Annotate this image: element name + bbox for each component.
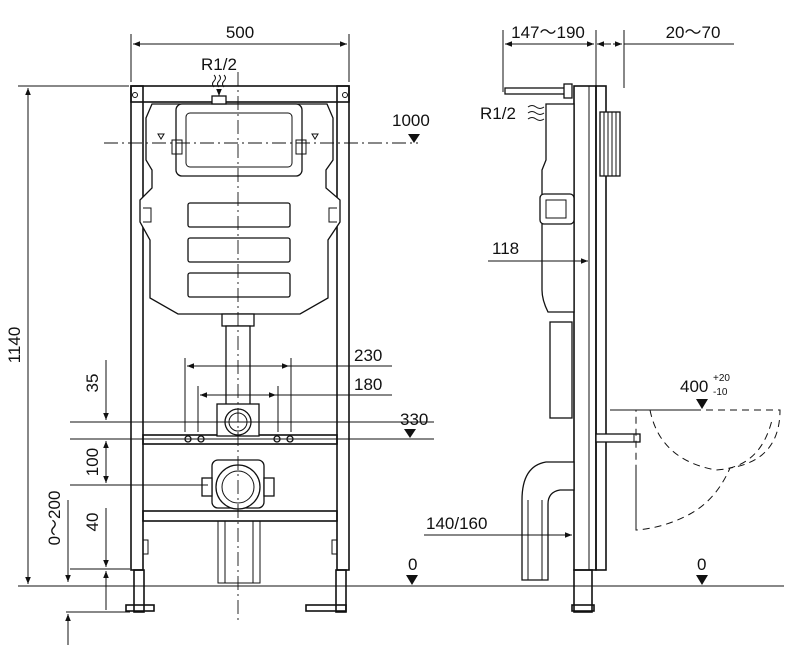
side-floor-label: 0 bbox=[697, 555, 706, 574]
label-35: 35 bbox=[83, 374, 102, 393]
label-400-tol-upper: +20 bbox=[713, 373, 730, 384]
front-floor: 0 bbox=[18, 555, 440, 587]
dimension-1140: 1140 bbox=[5, 85, 129, 584]
label-40: 40 bbox=[83, 513, 102, 532]
front-floor-label: 0 bbox=[408, 555, 417, 574]
label-1140: 1140 bbox=[5, 327, 24, 364]
dimension-180: 180 bbox=[197, 375, 392, 432]
toilet-bowl-outline bbox=[610, 409, 781, 531]
front-inlet-callout: R1/2 bbox=[201, 55, 237, 96]
side-view: 147～190 20～70 R1/2 bbox=[424, 23, 784, 613]
side-inlet-label: R1/2 bbox=[480, 104, 516, 123]
label-230: 230 bbox=[354, 346, 382, 365]
label-1000: 1000 bbox=[392, 111, 430, 130]
label-118: 118 bbox=[492, 239, 519, 258]
dimension-0-200: 0～200 bbox=[45, 491, 130, 645]
dimension-140-160: 140/160 bbox=[424, 514, 572, 538]
dimension-230: 230 bbox=[184, 346, 392, 432]
side-floor: 0 bbox=[440, 555, 784, 587]
level-1000: 1000 bbox=[104, 111, 430, 144]
width-label: 500 bbox=[226, 23, 254, 42]
label-400: 400 bbox=[680, 377, 708, 396]
label-140-160: 140/160 bbox=[426, 514, 487, 533]
width-dimension: 500 bbox=[130, 23, 350, 82]
side-frame bbox=[521, 85, 641, 613]
label-330: 330 bbox=[400, 410, 428, 429]
level-330: 330 bbox=[70, 410, 434, 440]
level-400: 400 +20 -10 bbox=[610, 373, 730, 411]
dimension-100: 100 bbox=[70, 441, 208, 486]
dimension-40: 40 bbox=[70, 508, 130, 610]
wall-label: 20～70 bbox=[666, 23, 721, 42]
dimension-118: 118 bbox=[488, 239, 588, 264]
cistern bbox=[139, 95, 341, 315]
front-view: 500 bbox=[5, 23, 440, 645]
label-0-200: 0～200 bbox=[45, 491, 64, 546]
front-inlet-label: R1/2 bbox=[201, 55, 237, 74]
dimension-35: 35 bbox=[83, 360, 109, 420]
label-100: 100 bbox=[83, 448, 102, 476]
label-180: 180 bbox=[354, 375, 382, 394]
depth-dimension: 147～190 20～70 bbox=[502, 23, 734, 92]
flush-pipe bbox=[184, 313, 294, 584]
depth-label: 147～190 bbox=[511, 23, 585, 42]
label-400-tol-lower: -10 bbox=[713, 387, 728, 398]
